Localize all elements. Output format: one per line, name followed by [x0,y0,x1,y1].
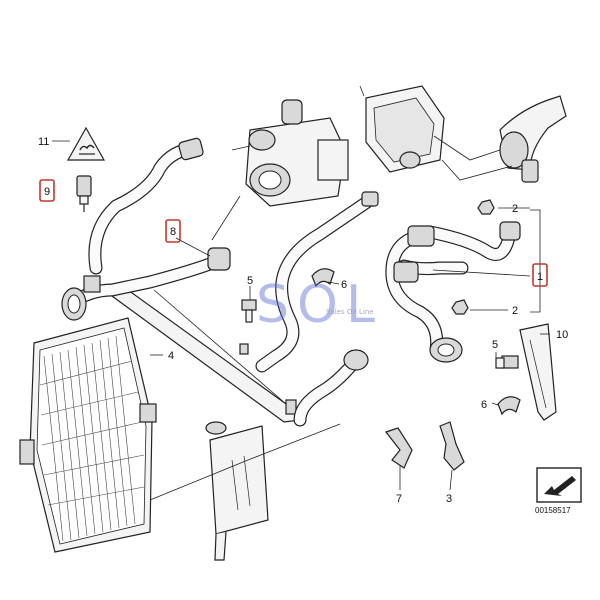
bolt-5-part [241,299,257,323]
warning-triangle-symbol [66,126,106,161]
thermostat-housing-part [245,99,349,207]
callout-8-highlight-box [165,219,181,243]
expansion-tank-part [205,421,269,561]
callout-9-highlight-box [39,179,55,202]
callout-2-lower: 2 [512,305,518,317]
document-id: 00158517 [535,506,571,515]
callout-8: 8 [170,226,176,238]
callout-1: 1 [537,271,543,283]
bolt-5-right-part [495,355,519,369]
coolant-outlet-pipe-part [499,95,567,183]
nut-2-lower-part [451,299,469,315]
callout-9: 9 [44,186,50,198]
callout-5-center: 5 [247,275,253,287]
callout-5-right: 5 [492,339,498,351]
callout-6-right: 6 [481,399,487,411]
hose-clamp-3-part [439,421,465,471]
nut-2-upper-part [477,199,495,215]
callout-2-upper: 2 [512,203,518,215]
water-pump-housing-part [365,85,445,173]
callout-4: 4 [168,350,174,362]
hose-clamp-7-part [385,427,413,469]
watermark-tagline: Sales On Line [326,308,374,316]
upper-radiator-hose-part [61,137,231,321]
callout-10: 10 [556,329,568,341]
temperature-sensor-part [76,175,92,212]
orientation-arrow-icon [536,467,582,503]
callout-3: 3 [446,493,452,505]
watermark-logo-text: SOL [256,275,383,335]
radiator-part [19,317,157,553]
callout-6-center: 6 [341,279,347,291]
lower-hose-part [385,221,521,363]
watermark-logo: SOL Sales On Line [256,275,383,335]
hose-clip-6-right-part [497,396,521,416]
callout-1-highlight-box [532,263,548,287]
callout-7: 7 [396,493,402,505]
bypass-hose-part [255,191,379,427]
callout-11: 11 [38,136,49,148]
mounting-bracket-10-part [519,323,557,421]
leader-lines [149,85,550,501]
